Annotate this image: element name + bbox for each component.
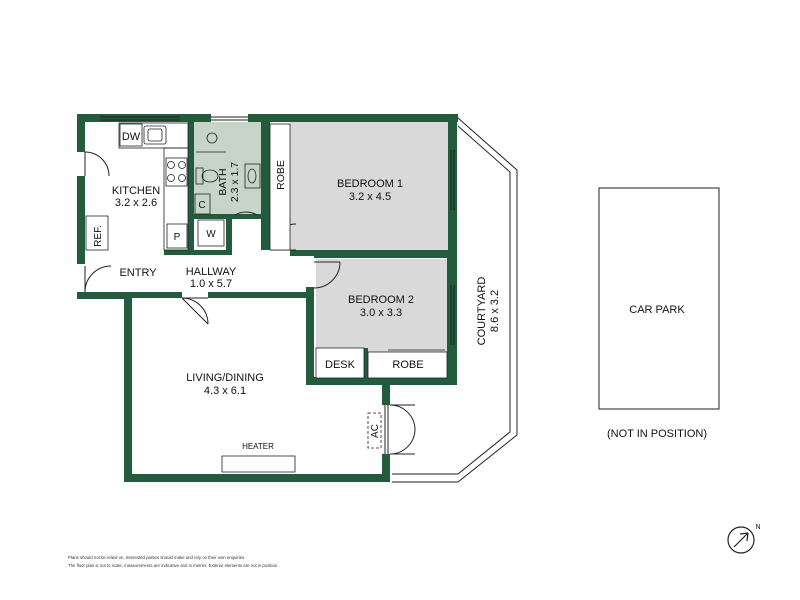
- wall-kitchen-bath: [188, 122, 194, 250]
- cupboard-label: C: [198, 200, 205, 211]
- kitchen-bench-east: [163, 147, 189, 251]
- bath-dims: 2.3 x 1.7: [229, 162, 241, 202]
- pantry-box: [166, 223, 188, 249]
- courtyard-dims: 8.6 x 3.2: [489, 290, 501, 332]
- vanity-basin-icon: [244, 163, 261, 189]
- pantry-label: P: [174, 232, 181, 243]
- hallway-dims: 1.0 x 5.7: [190, 278, 232, 290]
- door-entry: [84, 265, 112, 293]
- carpark-box: [598, 187, 720, 410]
- bath-name: BATH: [217, 168, 229, 195]
- door-courtyard-french-2: [389, 428, 416, 455]
- fridge-label: REF.: [93, 225, 104, 247]
- living-name: LIVING/DINING: [186, 372, 264, 384]
- kitchen-name: KITCHEN: [112, 185, 160, 197]
- kitchen-dims: 3.2 x 2.6: [115, 197, 157, 209]
- carpark-name: CAR PARK: [629, 304, 685, 316]
- carpark-note: (NOT IN POSITION): [607, 428, 707, 440]
- toilet-bowl-icon: [201, 169, 219, 183]
- door-courtyard-french-1: [389, 404, 416, 431]
- burner-icon: [178, 174, 186, 182]
- bedroom-1-dims: 3.2 x 4.5: [349, 191, 391, 203]
- heater-label: HEATER: [242, 442, 274, 451]
- desk-label: DESK: [325, 359, 356, 371]
- courtyard-outline: [392, 117, 518, 483]
- robe-1-label: ROBE: [275, 160, 287, 190]
- labels: DW KITCHEN 3.2 x 2.6 REF. P C W BATH 2.3…: [93, 131, 761, 531]
- bedroom-2-name: BEDROOM 2: [348, 294, 414, 306]
- burner-icon: [167, 174, 175, 182]
- wall-hall-south-2: [208, 292, 314, 298]
- burner-icon: [167, 161, 175, 169]
- door-kitchen-side: [84, 151, 110, 177]
- wall-living-east-lower: [382, 454, 390, 482]
- wall-laundry-south: [164, 250, 232, 255]
- windows: [100, 116, 455, 454]
- wall-north-kitchen: [77, 114, 193, 122]
- bedroom-2-dims: 3.0 x 3.3: [360, 307, 402, 319]
- north-arrow-icon: [727, 526, 755, 554]
- heater-box: [221, 455, 296, 473]
- bath-floor: [193, 122, 261, 217]
- sink-icon: [143, 125, 167, 145]
- robe-1-panel: [269, 123, 291, 251]
- aircon-label: AC: [370, 424, 381, 438]
- disclaimer-line-2: The floor plan is not to scale; measurem…: [68, 563, 279, 568]
- compass-label: N: [755, 524, 760, 531]
- wall-bedroom2-north: [314, 252, 448, 258]
- washer-box: [197, 219, 225, 247]
- wall-south-bedroom2: [306, 377, 457, 385]
- wall-east-bedrooms: [448, 114, 457, 266]
- door-bedroom2: [313, 261, 341, 289]
- wall-desk-divider: [364, 348, 368, 378]
- wall-west-kitchen: [77, 114, 85, 152]
- wall-robe-bedroom1: [264, 122, 270, 250]
- bedroom-1-name: BEDROOM 1: [337, 178, 403, 190]
- dishwasher-label: DW: [122, 131, 141, 143]
- interior-walls: [132, 122, 456, 385]
- bedroom-1-floor: [290, 122, 448, 252]
- wall-east-bedroom2: [447, 252, 457, 385]
- door-living: [181, 297, 209, 325]
- sink-bowl-icon: [147, 128, 163, 142]
- washer-label: W: [206, 229, 216, 240]
- kitchen-fixtures: [85, 122, 189, 251]
- door-bath: [234, 211, 258, 216]
- dishwasher-box: [119, 123, 143, 147]
- courtyard-name: COURTYARD: [476, 277, 488, 346]
- entry-label: ENTRY: [119, 267, 157, 279]
- cooktop-icon: [165, 157, 188, 187]
- fridge-box: [85, 215, 109, 251]
- exterior-walls: [77, 114, 458, 482]
- wall-west-living: [124, 292, 132, 482]
- living-dims: 4.3 x 6.1: [204, 385, 246, 397]
- burner-icon: [178, 161, 186, 169]
- cupboard-box: [194, 193, 211, 215]
- kitchen-bench-north: [118, 122, 189, 149]
- bath-fixtures: [194, 132, 261, 247]
- wall-living-east-upper: [382, 383, 390, 405]
- wall-hall-south: [132, 292, 182, 298]
- wall-north-bath: [193, 114, 211, 122]
- robe-2-box: [367, 351, 448, 379]
- disclaimer-line-1: Plans should not be relied on. Intereste…: [68, 555, 246, 560]
- wall-south-living: [124, 474, 390, 482]
- basin-icon: [247, 168, 257, 184]
- wall-bedroom2-west: [306, 287, 314, 385]
- wall-laundry-east: [226, 214, 232, 255]
- wall-entry-south: [77, 292, 126, 299]
- hallway-name: HALLWAY: [186, 266, 237, 278]
- desk-box: [315, 347, 365, 379]
- toilet-cistern-icon: [195, 167, 204, 185]
- aircon-box: [367, 412, 382, 449]
- robe-panels: [269, 123, 448, 379]
- wall-west-kitchen-lower: [77, 176, 85, 264]
- shower-icon: [206, 132, 218, 144]
- robe-2-label: ROBE: [392, 359, 423, 371]
- wall-north-east: [248, 114, 458, 122]
